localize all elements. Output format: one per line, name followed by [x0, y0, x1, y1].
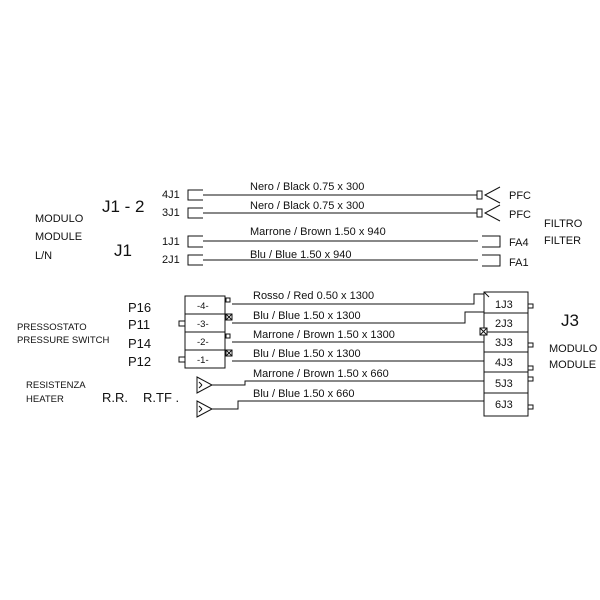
switch-terminal: -2-: [197, 337, 209, 348]
wire-label: Nero / Black 0.75 x 300: [250, 181, 364, 193]
wire-label: Blu / Blue 1.50 x 1300: [253, 310, 361, 322]
wire-label: Marrone / Brown 1.50 x 940: [250, 226, 386, 238]
wire-3j1-pfc: 3J1 Nero / Black 0.75 x 300 PFC: [162, 200, 531, 222]
male-terminal-icon: [476, 190, 483, 200]
terminal-icon: [225, 333, 231, 339]
filter-terminal-icon: [482, 235, 501, 248]
heater-rr-terminal: [196, 376, 214, 394]
pressure-label-en: PRESSURE SWITCH: [17, 335, 110, 346]
female-terminal-icon: [187, 189, 203, 201]
heater-rtf-terminal: [196, 400, 214, 418]
switch-pin-p12: P12: [128, 354, 151, 369]
j3-pin-6: 6J3: [495, 399, 513, 411]
male-terminal-icon: [476, 208, 483, 218]
dest-label-fa1: FA1: [509, 257, 529, 269]
group-label-j1-2: J1 - 2: [102, 197, 145, 216]
pin-label-4j1: 4J1: [162, 189, 180, 201]
j3-pin-5: 5J3: [495, 378, 513, 390]
j3-pin-3: 3J3: [495, 337, 513, 349]
terminal-icon: [225, 297, 231, 303]
wire-label: Blu / Blue 1.50 x 940: [250, 249, 352, 261]
pin-label-2j1: 2J1: [162, 254, 180, 266]
j3-label-it: MODULO: [549, 343, 598, 355]
wire-label: Marrone / Brown 1.50 x 1300: [253, 329, 395, 341]
wire-blue-2j3: Blu / Blue 1.50 x 1300: [232, 310, 486, 324]
heater-label-it: RESISTENZA: [26, 380, 86, 391]
pressure-switch-connector: -4- -3- -2- -1-: [178, 295, 233, 369]
wire-brown-3j3: Marrone / Brown 1.50 x 1300: [232, 329, 486, 343]
dest-label-pfc: PFC: [509, 209, 531, 221]
dest-label-fa4: FA4: [509, 237, 529, 249]
triangle-terminal-icon: [196, 400, 214, 418]
triangle-terminal-icon: [196, 376, 214, 394]
female-terminal-icon: [187, 254, 203, 266]
j3-pin-4: 4J3: [495, 357, 513, 369]
group-label-j1: J1: [114, 241, 132, 260]
heater-rtf-label: R.TF .: [143, 390, 179, 405]
switch-pin-p16: P16: [128, 300, 151, 315]
switch-pin-p14: P14: [128, 336, 151, 351]
switch-terminal: -4-: [197, 301, 209, 312]
wire-1j1-fa4: 1J1 Marrone / Brown 1.50 x 940 FA4: [162, 226, 529, 249]
wire-brown-5j3: Marrone / Brown 1.50 x 660: [212, 368, 486, 386]
female-terminal-icon: [187, 235, 203, 248]
plug-icon: [483, 204, 501, 222]
j3-label-en: MODULE: [549, 359, 596, 371]
wire-red-1j3: Rosso / Red 0.50 x 1300: [232, 290, 486, 305]
wire-label: Rosso / Red 0.50 x 1300: [253, 290, 374, 302]
wire-label: Blu / Blue 1.50 x 1300: [253, 348, 361, 360]
filter-label-en: FILTER: [544, 235, 581, 247]
j3-title: J3: [561, 311, 579, 330]
module-label-en: MODULE: [35, 231, 82, 243]
switch-pin-p11: P11: [128, 317, 150, 332]
plug-icon: [483, 186, 501, 204]
j3-pin-1: 1J3: [495, 299, 513, 311]
pin-label-3j1: 3J1: [162, 207, 180, 219]
wire-2j1-fa1: 2J1 Blu / Blue 1.50 x 940 FA1: [162, 249, 529, 269]
wire-label: Nero / Black 0.75 x 300: [250, 200, 364, 212]
j3-connector: 1J3 2J3 3J3 4J3 5J3 6J3: [479, 291, 534, 417]
module-label-it: MODULO: [35, 213, 84, 225]
module-label-ln: L/N: [35, 250, 52, 262]
dest-label-pfc: PFC: [509, 190, 531, 202]
switch-terminal: -1-: [197, 355, 209, 366]
female-terminal-icon: [187, 207, 203, 219]
switch-terminal: -3-: [197, 319, 209, 330]
heater-label-en: HEATER: [26, 394, 64, 405]
pressure-label-it: PRESSOSTATO: [17, 322, 87, 333]
pin-label-1j1: 1J1: [162, 236, 180, 248]
filter-terminal-icon: [482, 254, 501, 267]
wire-blue-6j3: Blu / Blue 1.50 x 660: [212, 388, 486, 410]
wire-4j1-pfc: 4J1 Nero / Black 0.75 x 300 PFC: [162, 181, 531, 204]
wire-label: Blu / Blue 1.50 x 660: [253, 388, 355, 400]
filter-label-it: FILTRO: [544, 218, 583, 230]
wire-label: Marrone / Brown 1.50 x 660: [253, 368, 389, 380]
wire-blue-4j3: Blu / Blue 1.50 x 1300: [232, 348, 486, 362]
j3-pin-2: 2J3: [495, 318, 513, 330]
heater-rr-label: R.R.: [102, 390, 128, 405]
